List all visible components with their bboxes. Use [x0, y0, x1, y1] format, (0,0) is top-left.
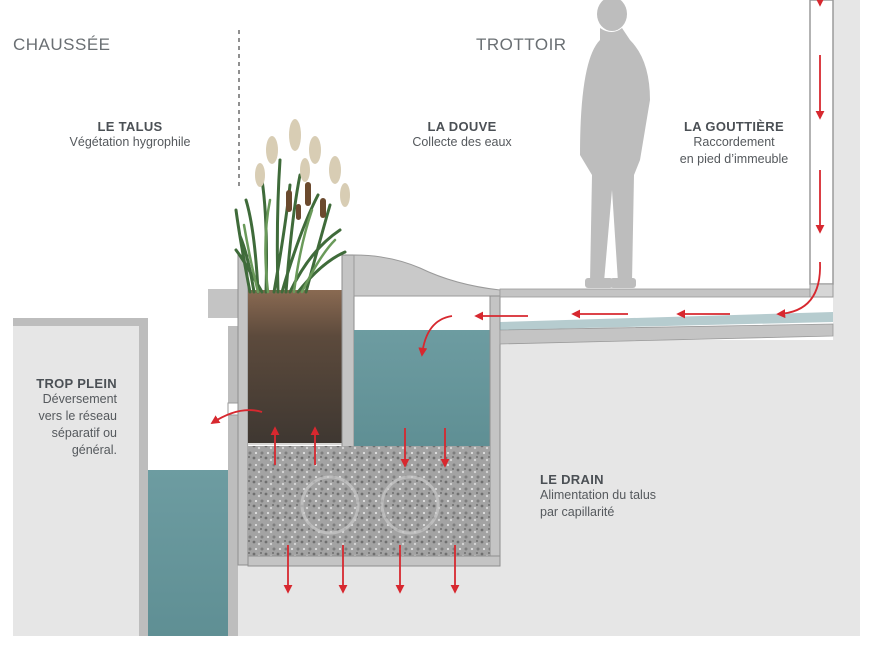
drain-pipe-left [300, 475, 360, 535]
sidewalk-slab [499, 288, 811, 298]
talus-soil [248, 290, 342, 445]
douve-water [354, 330, 490, 446]
pedestrian-silhouette [580, 0, 650, 288]
geotextile [248, 443, 342, 446]
zone-label-chaussee: CHAUSSÉE [13, 35, 111, 54]
sidewalk-runoff [500, 312, 833, 330]
ground-under-drain [248, 566, 500, 636]
douve-lip [353, 254, 501, 297]
overflow-water [148, 470, 228, 636]
label-gouttiere: LA GOUTTIÈRE Raccordement en pied d’imme… [664, 119, 804, 168]
label-drain: LE DRAIN Alimentation du talus par capil… [540, 472, 720, 521]
drain-base [247, 555, 501, 567]
sidewalk-ground [500, 340, 833, 636]
douve-wall-right [489, 295, 501, 567]
label-gouttiere-title: LA GOUTTIÈRE [684, 119, 784, 134]
divider-wall [341, 254, 355, 474]
drain-pipe-right [380, 475, 440, 535]
label-douve-title: LA DOUVE [427, 119, 497, 134]
roadway-ground [13, 326, 139, 636]
label-trop-plein-desc-2: vers le réseau [38, 409, 117, 423]
label-gouttiere-desc-2: en pied d’immeuble [679, 152, 789, 166]
gutter-pipe [809, 0, 834, 285]
label-drain-title: LE DRAIN [540, 472, 604, 487]
label-trop-plein-title: TROP PLEIN [36, 376, 117, 391]
label-trop-plein-desc-1: Déversement [42, 392, 117, 406]
zone-label-trottoir: TROTTOIR [476, 35, 567, 54]
building-wall [833, 0, 860, 636]
overflow-wall-right [228, 326, 238, 636]
gutter-foot [809, 283, 834, 298]
flow-arrows [210, 0, 825, 594]
label-douve-desc: Collecte des eaux [412, 135, 512, 149]
drain-gravel [248, 446, 490, 556]
road-surface [13, 318, 148, 326]
label-trop-plein-desc-4: général. [71, 443, 117, 457]
label-talus: LE TALUS Végétation hygrophile [45, 119, 215, 151]
sidewalk-sublayer [499, 323, 834, 345]
label-gouttiere-desc-1: Raccordement [693, 135, 775, 149]
label-drain-desc-2: par capillarité [540, 505, 615, 519]
curb [208, 289, 238, 318]
label-trop-plein: TROP PLEIN Déversement vers le réseau sé… [16, 376, 117, 459]
label-trop-plein-desc-3: séparatif ou [51, 426, 117, 440]
hygrophilous-plants [234, 119, 350, 294]
label-talus-desc: Végétation hygrophile [69, 135, 191, 149]
label-talus-title: LE TALUS [97, 119, 163, 134]
label-drain-desc-1: Alimentation du talus [540, 488, 657, 502]
label-douve: LA DOUVE Collecte des eaux [382, 119, 542, 151]
overflow-wall-left [139, 326, 148, 636]
